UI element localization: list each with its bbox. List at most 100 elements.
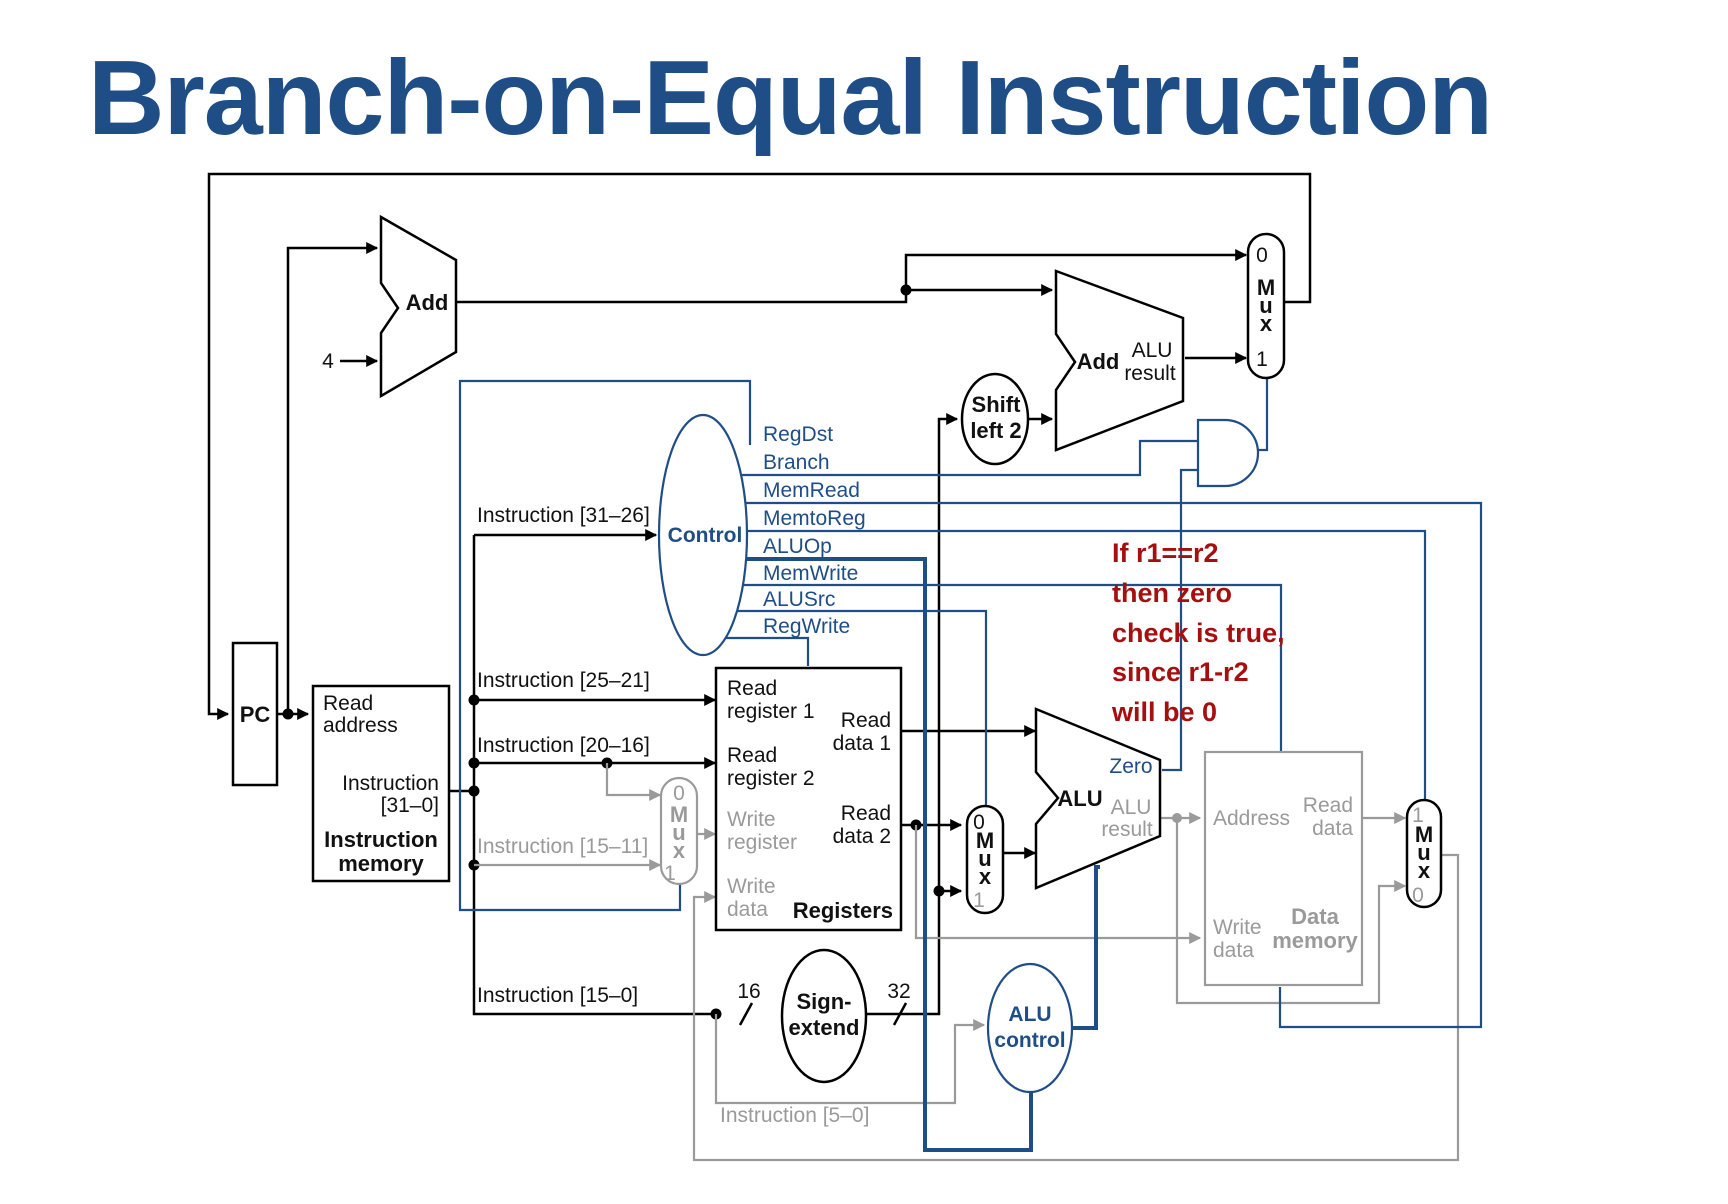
aluop-wire [740, 557, 1033, 1152]
const-four-label: 4 [322, 350, 334, 373]
instr-mem-instruction-label: Instruction [342, 772, 439, 795]
note-line-3: check is true, [1112, 618, 1285, 648]
reg-read-data-1-b: data 1 [833, 732, 891, 755]
pcsrc-mux-m: M [1257, 275, 1275, 300]
regdst-mux [659, 776, 699, 886]
branch-adder-label: Add [1077, 349, 1120, 374]
regdst-mux-in0: 0 [673, 782, 685, 805]
field-20-16: Instruction [20–16] [477, 734, 650, 757]
instr-mem-bits-label: [31–0] [381, 794, 439, 817]
data-memory [1203, 750, 1364, 987]
zero-check-note: If r1==r2 then zero check is true, since… [1111, 538, 1285, 727]
note-line-1: If r1==r2 [1112, 538, 1219, 568]
alu-control-line1: ALU [1008, 1003, 1051, 1026]
active-wires [207, 172, 1312, 1026]
sign-extend [780, 948, 868, 1084]
pc-label: PC [240, 702, 271, 727]
alusrc-mux-in0: 0 [973, 811, 985, 834]
dmem-address: Address [1213, 807, 1290, 830]
memtoreg-mux-x: x [1418, 858, 1431, 883]
regdst-mux-x: x [673, 838, 686, 863]
reg-write-data-b: data [727, 898, 768, 921]
reg-write-register-b: register [727, 831, 797, 854]
alusrc-mux-in1: 1 [973, 889, 985, 912]
alu-control [986, 962, 1074, 1094]
instr-mem-read-label: Read [323, 692, 373, 715]
dmem-read-1: Read [1303, 794, 1353, 817]
alu [1034, 707, 1162, 890]
shift-left-line1: Shift [972, 392, 1022, 417]
note-line-5: will be 0 [1111, 697, 1217, 727]
signal-alusrc: ALUSrc [763, 588, 835, 611]
pcsrc-mux-in1: 1 [1256, 348, 1268, 371]
branch-and-gate [1196, 418, 1260, 488]
field-15-11: Instruction [15–11] [477, 835, 648, 858]
signal-aluop: ALUOp [763, 535, 832, 558]
register-file [714, 666, 903, 932]
alu-result-1: ALU [1111, 796, 1152, 819]
slide-title: Branch-on-Equal Instruction [88, 39, 1493, 157]
sign-extend-line1: Sign- [797, 989, 852, 1014]
shift-left-line2: left 2 [970, 418, 1021, 443]
field-25-21: Instruction [25–21] [477, 669, 650, 692]
alu-control-wire [1066, 865, 1100, 1030]
signal-regdst: RegDst [763, 423, 833, 446]
dmem-name-1: Data [1291, 904, 1339, 929]
note-line-4: since r1-r2 [1112, 657, 1249, 687]
alusrc-mux-m: M [976, 828, 994, 853]
reg-read-register-1-a: Read [727, 677, 777, 700]
regdst-mux-u: u [672, 820, 685, 845]
signal-regwrite: RegWrite [763, 615, 850, 638]
dmem-read-2: data [1312, 817, 1353, 840]
alu-result-2: result [1101, 818, 1153, 841]
pcsrc-mux-in0: 0 [1256, 244, 1268, 267]
shift-left-2 [960, 372, 1030, 466]
note-line-2: then zero [1112, 578, 1232, 608]
control-signal-labels: RegDst Branch MemRead MemtoReg ALUOp Mem… [763, 423, 866, 638]
reg-write-data-a: Write [727, 875, 776, 898]
field-5-0: Instruction [5–0] [720, 1104, 869, 1127]
instruction-memory [311, 684, 451, 883]
reg-read-register-2-b: register 2 [727, 767, 815, 790]
sign-extend-out-bits: 32 [887, 980, 910, 1003]
inactive-wires [474, 763, 1460, 1162]
pc-adder [379, 214, 458, 399]
field-15-0: Instruction [15–0] [477, 984, 638, 1007]
instr-mem-name-2: memory [338, 851, 424, 876]
control-unit [657, 413, 749, 657]
alusrc-mux-u: u [978, 846, 991, 871]
alu-control-line2: control [994, 1029, 1065, 1052]
pc-adder-label: Add [406, 290, 449, 315]
alusrc-mux-x: x [979, 864, 992, 889]
alu-label: ALU [1057, 786, 1102, 811]
signal-memtoreg: MemtoReg [763, 507, 866, 530]
reg-read-data-2-b: data 2 [833, 825, 891, 848]
instr-mem-name-1: Instruction [324, 827, 438, 852]
reg-read-register-1-b: register 1 [727, 700, 815, 723]
control-wires [458, 375, 1483, 1029]
signal-branch: Branch [763, 451, 830, 474]
signal-memread: MemRead [763, 479, 860, 502]
alusrc-mux [965, 804, 1005, 915]
pcsrc-mux-x: x [1260, 311, 1273, 336]
branch-adder-result-1: ALU [1132, 339, 1173, 362]
control-label: Control [668, 524, 743, 547]
pcsrc-mux [1246, 232, 1286, 380]
memtoreg-mux-u: u [1417, 840, 1430, 865]
memtoreg-mux-m: M [1415, 822, 1433, 847]
field-31-26: Instruction [31–26] [477, 504, 650, 527]
sign-extend-in-bits: 16 [737, 980, 760, 1003]
registers-name: Registers [793, 898, 893, 923]
pc-register [231, 641, 279, 787]
memtoreg-mux-in0: 0 [1412, 884, 1424, 907]
reg-read-register-2-a: Read [727, 744, 777, 767]
dmem-name-2: memory [1272, 928, 1358, 953]
sign-extend-line2: extend [789, 1015, 860, 1040]
reg-read-data-1-a: Read [841, 709, 891, 732]
reg-write-register-a: Write [727, 808, 776, 831]
branch-adder [1054, 269, 1185, 452]
instr-mem-address-label: address [323, 714, 398, 737]
grey-junction [1172, 813, 1182, 823]
wire-junctions [282, 284, 945, 1020]
